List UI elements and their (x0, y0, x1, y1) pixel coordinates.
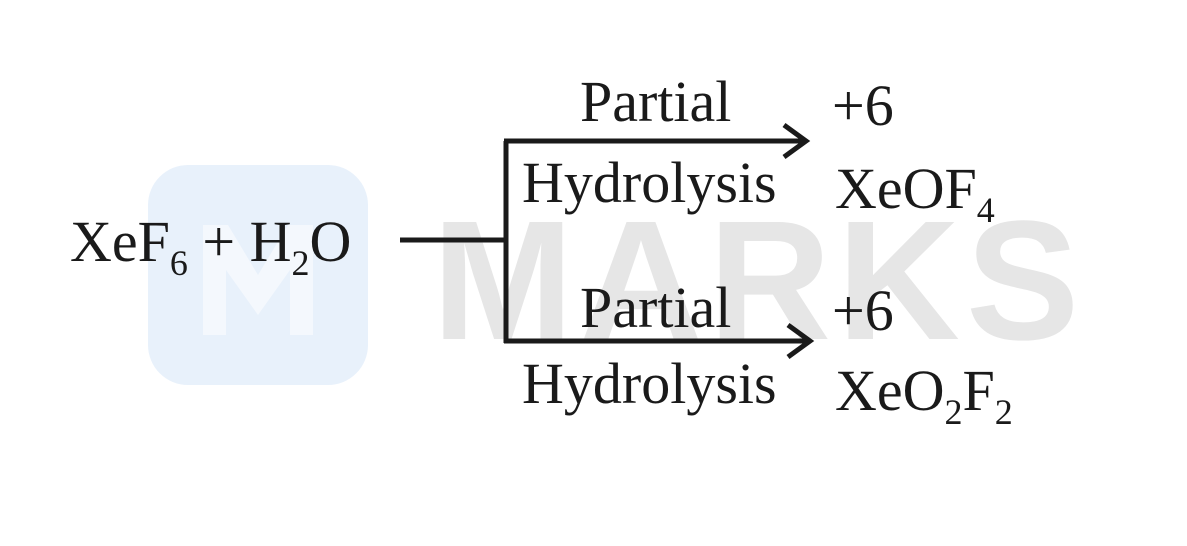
upper-arrowhead-icon (782, 122, 811, 160)
reactant-xef: XeF (70, 209, 170, 274)
upper-label-hydrolysis: Hydrolysis (522, 150, 777, 215)
reactant-o: O (309, 209, 352, 274)
watermark-text: MARKS (432, 186, 1086, 376)
reactant-sub-2: 2 (291, 243, 310, 283)
lower-label-hydrolysis: Hydrolysis (522, 351, 777, 416)
lower-product: XeO2F2 (835, 362, 1013, 432)
upper-label-partial: Partial (580, 69, 732, 134)
upper-oxidation-state: +6 (832, 73, 894, 138)
lower-label-partial: Partial (580, 275, 732, 340)
lower-product-sub-2b: 2 (994, 392, 1013, 432)
lower-product-xeo: XeO (835, 358, 945, 423)
upper-product: XeOF4 (835, 160, 995, 230)
reactant-sub-6: 6 (169, 243, 188, 283)
reactant-formula: XeF6 + H2O (70, 213, 351, 283)
upper-product-xeof: XeOF (835, 156, 977, 221)
lower-arrowhead-icon (786, 322, 815, 360)
lower-product-sub-2a: 2 (944, 392, 963, 432)
reactant-plus-h: + H (187, 209, 292, 274)
upper-product-sub-4: 4 (976, 190, 995, 230)
lower-oxidation-state: +6 (832, 278, 894, 343)
lower-product-f: F (962, 358, 995, 423)
watermark-logo-icon (148, 165, 368, 385)
